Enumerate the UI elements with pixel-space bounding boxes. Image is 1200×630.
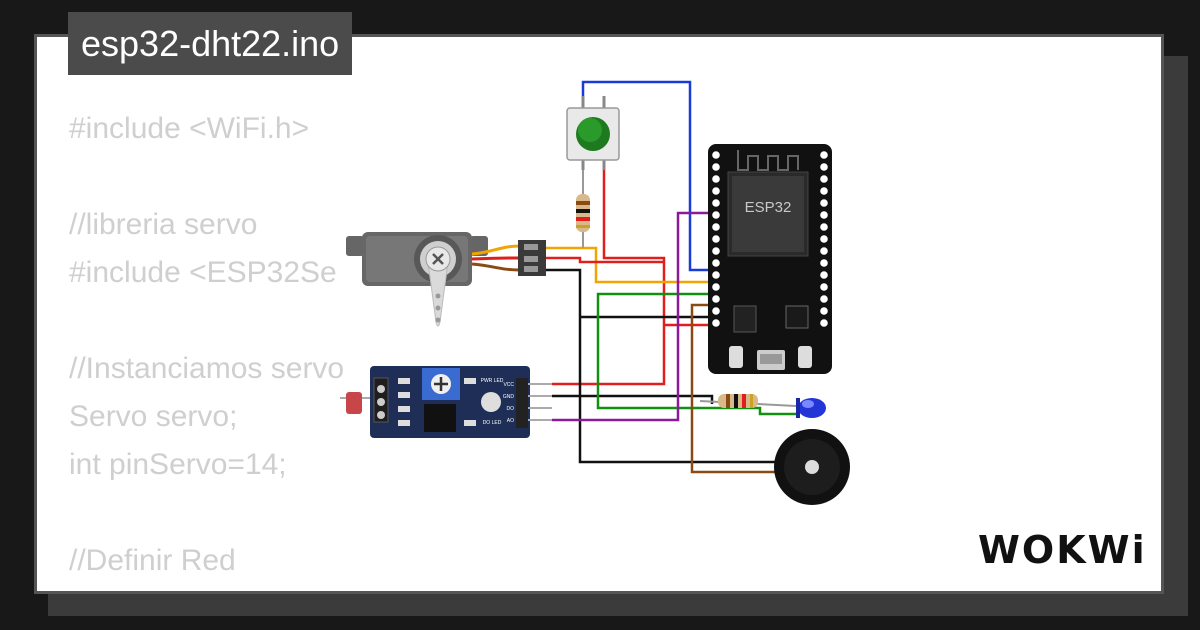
esp32-pin [820,223,828,231]
wire-orange [546,246,712,284]
esp32-pin [820,151,828,159]
pushbutton [566,96,620,170]
code-line: #include <ESP32Se [69,256,337,289]
esp32-pin [820,175,828,183]
wire-black-sensor [552,394,714,404]
code-line: //libreria servo [69,208,258,241]
wire-servo-power [546,256,664,264]
esp32-pin [712,211,720,219]
sensor-module: PWR LED DO LED VCC GND DO AO [340,366,552,438]
esp32-pin [820,163,828,171]
code-line: //Definir Red [69,544,236,577]
esp32-pin [712,259,720,267]
pin-do-label: DO [507,406,515,412]
wire-red [552,160,666,386]
esp32-pin [820,259,828,267]
resistor-button [576,170,590,248]
code-line: int pinServo=14; [69,448,287,481]
esp32-pin [820,247,828,255]
pin-vcc-label: VCC [503,382,514,388]
esp32-pin [712,163,720,171]
esp32-pin [712,175,720,183]
esp32-pin [712,295,720,303]
esp32-pin [820,307,828,315]
esp32-pin [712,199,720,207]
code-line: Servo servo; [69,400,238,433]
wire-black [546,268,775,464]
esp32-pin [712,283,720,291]
antenna-icon [737,150,799,171]
esp32-pin [820,319,828,327]
resistor-led [699,394,797,408]
esp32-pin [820,295,828,303]
blue-led [796,398,826,418]
wire-brown [690,303,775,474]
wires [546,80,798,474]
servo-motor [346,232,546,327]
pwr-led-label: PWR LED [481,378,504,384]
esp32-pin [820,187,828,195]
wokwi-logo: WOKWi [978,528,1147,572]
esp32-pin [712,223,720,231]
servo-screw-icon [432,253,444,265]
esp32-label: ESP32 [745,199,792,216]
esp32-pin [820,283,828,291]
esp32-pin [712,307,720,315]
wire-blue [581,80,712,272]
esp32-pin [820,271,828,279]
esp32-pin [712,235,720,243]
esp32-pin [820,235,828,243]
esp32-pin [712,187,720,195]
wire-purple [552,211,712,422]
pin-gnd-label: GND [503,394,515,400]
esp32-pin [712,319,720,327]
esp32-pin [820,199,828,207]
do-led-label: DO LED [483,420,502,426]
buzzer [774,429,850,505]
pin-ao-label: AO [507,418,514,424]
esp32-pin [712,271,720,279]
esp32-pin [712,247,720,255]
esp32-pin [820,211,828,219]
code-line: //Instanciamos servo [69,352,345,385]
code-line: #include <WiFi.h> [69,112,310,145]
esp32-board: ESP32 [708,144,832,374]
code-preview: #include <WiFi.h> //libreria servo #incl… [69,105,537,591]
file-title: esp32-dht22.ino [68,12,353,75]
esp32-pin [712,151,720,159]
